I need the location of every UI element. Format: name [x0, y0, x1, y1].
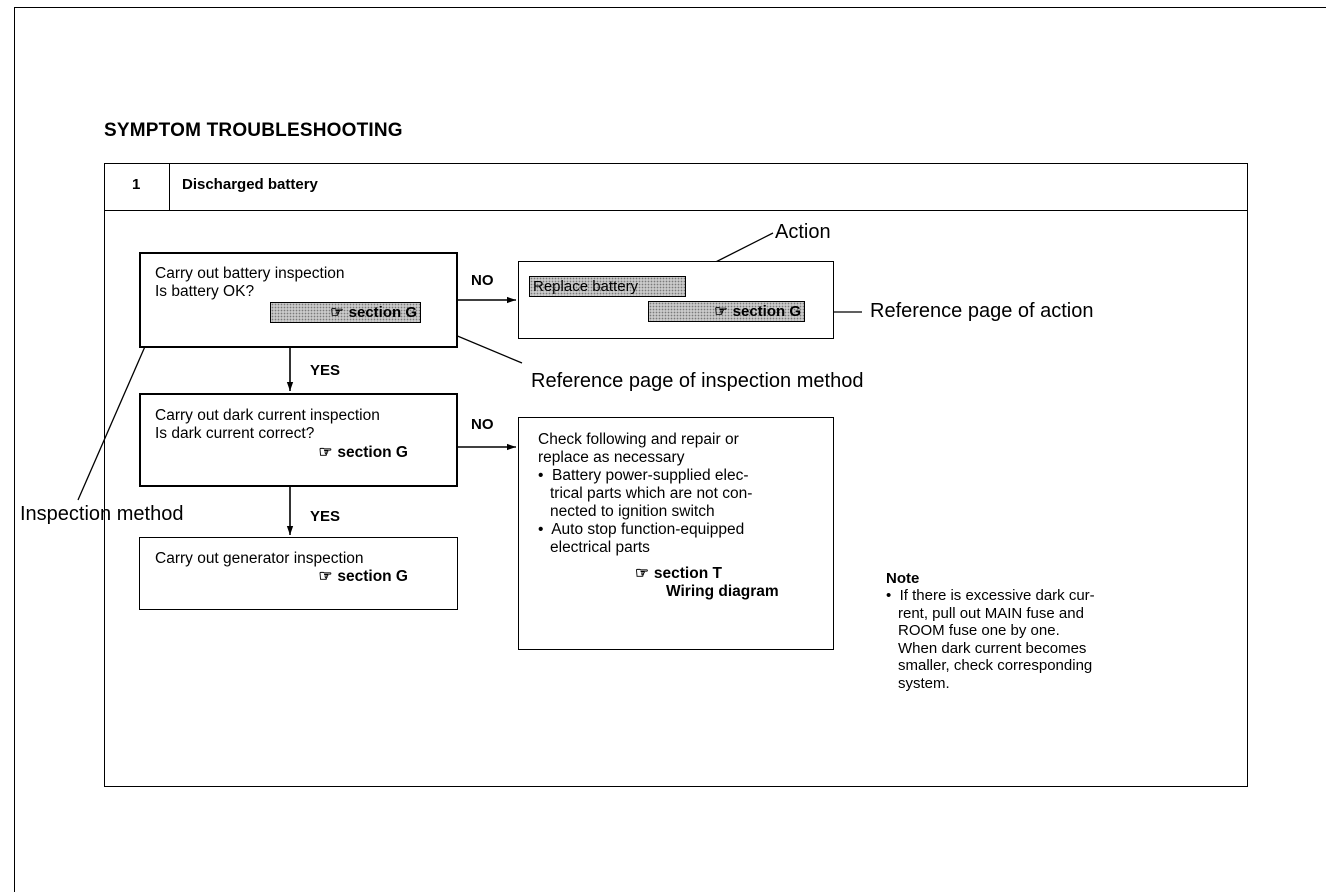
action2-line1: Check following and repair or [538, 431, 739, 448]
reference-hand-icon: ☞ [330, 304, 344, 321]
step2-ref-line: ☞section G [260, 444, 408, 462]
action2-ref: section T [653, 565, 722, 582]
bullet2-line1: Auto stop function-equipped [551, 521, 745, 538]
action2-bullet-2: • Auto stop function-equipped electrical… [538, 521, 744, 557]
bullet2-line2: electrical parts [550, 539, 650, 556]
action-label: Replace battery [533, 278, 639, 295]
action-check-and-repair [518, 417, 834, 650]
note-line-2: rent, pull out MAIN fuse and [898, 604, 1084, 622]
note-line-3: ROOM fuse one by one. [898, 622, 1060, 639]
page-border-left [14, 7, 15, 892]
step1-line2: Is battery OK? [155, 283, 255, 300]
number-divider [169, 163, 170, 210]
symptom-number: 1 [132, 176, 141, 193]
page-title: SYMPTOM TROUBLESHOOTING [104, 120, 403, 141]
action-replace-battery [518, 261, 834, 339]
label-yes-1: YES [310, 362, 341, 379]
step1-line1: Carry out battery inspection [155, 265, 345, 282]
reference-hand-icon: ☞ [318, 568, 333, 585]
step2-line1: Carry out dark current inspection [155, 407, 380, 424]
step2-line2: Is dark current correct? [155, 425, 315, 442]
step3-ref: section G [337, 568, 408, 585]
label-no-1: NO [471, 272, 494, 289]
symptom-name: Discharged battery [182, 176, 318, 193]
header-divider [104, 210, 1248, 211]
symptom-frame [104, 163, 1248, 787]
step-generator-inspection [139, 537, 458, 610]
bullet-dot: • [538, 521, 552, 538]
bullet1-line1: Battery power-supplied elec- [552, 467, 749, 484]
note-body: • If there is excessive dark cur- rent, … [886, 587, 1131, 692]
page-border-top [14, 7, 1326, 8]
pointer-inspection-method [77, 334, 151, 501]
step1-ref: section G [348, 304, 417, 321]
note-line-6: system. [898, 674, 950, 692]
action-ref-badge: ☞section G [648, 301, 805, 322]
action-label-badge: Replace battery [529, 276, 686, 297]
step3-ref-line: ☞section G [260, 568, 408, 586]
reference-hand-icon: ☞ [635, 565, 649, 582]
note-line-5: smaller, check corresponding [898, 657, 1093, 674]
annotation-action: Action [775, 221, 831, 243]
step2-ref: section G [337, 444, 408, 461]
annotation-reference-inspection: Reference page of inspection method [531, 370, 864, 392]
bullet-dot: • [538, 467, 553, 484]
annotation-inspection-method: Inspection method [20, 503, 184, 525]
annotation-reference-action: Reference page of action [870, 300, 1094, 322]
bullet1-line3: nected to ignition switch [550, 503, 715, 520]
action2-ref-line2: Wiring diagram [666, 583, 779, 600]
action2-bullet-1: • Battery power-supplied elec- trical pa… [538, 467, 752, 521]
note-line-1: If there is excessive dark cur- [899, 587, 1095, 604]
step3-line1: Carry out generator inspection [155, 550, 364, 567]
bullet-dot: • [886, 587, 900, 604]
step1-ref-badge: ☞section G [270, 302, 421, 323]
reference-hand-icon: ☞ [714, 303, 728, 320]
step-battery-inspection [139, 252, 458, 348]
reference-hand-icon: ☞ [318, 444, 333, 461]
action-ref: section G [732, 303, 801, 320]
action2-line2: replace as necessary [538, 449, 685, 466]
action2-ref-line: ☞section T [635, 565, 722, 583]
step-dark-current-inspection [139, 393, 458, 487]
label-no-2: NO [471, 416, 494, 433]
bullet1-line2: trical parts which are not con- [550, 485, 753, 502]
label-yes-2: YES [310, 508, 341, 525]
note-line-4: When dark current becomes [898, 639, 1087, 657]
note-title: Note [886, 570, 920, 587]
